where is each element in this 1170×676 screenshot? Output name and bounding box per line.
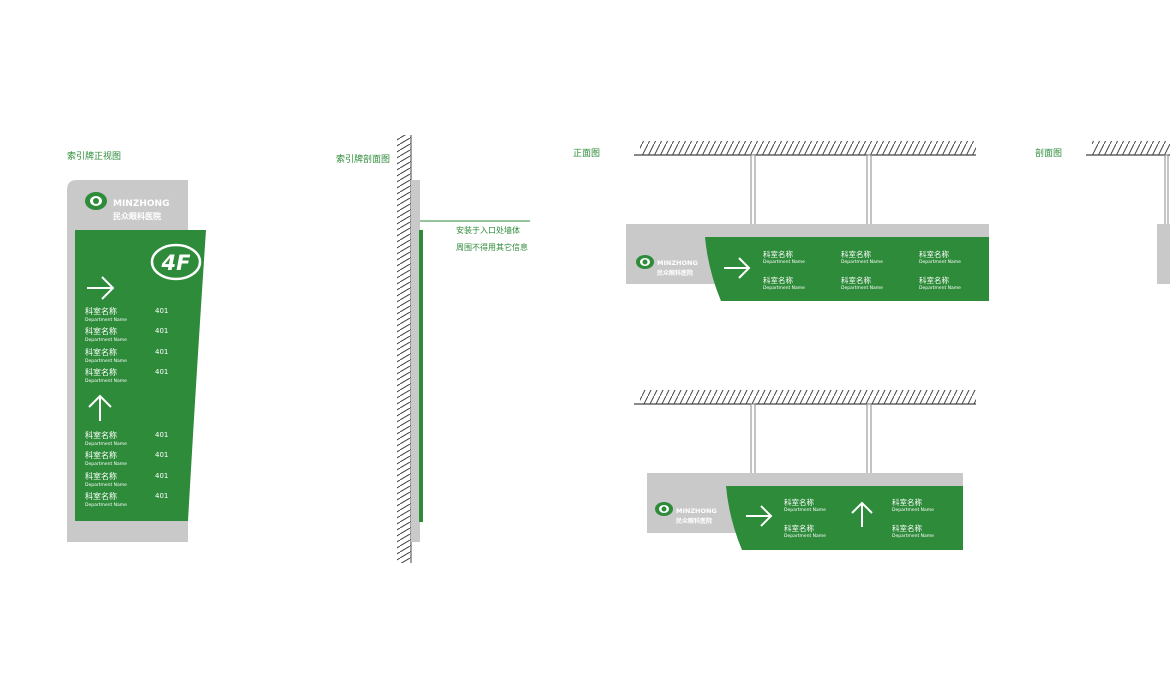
dept-cn: 科室名称 xyxy=(85,491,117,501)
dept-cn: 科室名称 xyxy=(841,275,871,285)
dept-en: Department Name xyxy=(85,461,127,467)
dept-en: Department Name xyxy=(763,285,805,291)
section-caption: 剖面图 xyxy=(1035,147,1062,159)
logo-cn: 民众眼科医院 xyxy=(657,269,693,277)
dept-cn: 科室名称 xyxy=(85,430,117,440)
install-note-line2: 周围不得用其它信息 xyxy=(456,242,528,252)
dept-en: Department Name xyxy=(841,285,883,291)
dept-en: Department Name xyxy=(784,507,826,513)
dept-room: 401 xyxy=(155,348,168,356)
dept-en: Department Name xyxy=(919,285,961,291)
dept-row: 科室名称 Department Name xyxy=(763,275,805,291)
section-view-caption: 索引牌剖面图 xyxy=(336,153,390,165)
dept-cn: 科室名称 xyxy=(85,326,117,336)
dept-en: Department Name xyxy=(85,502,127,508)
logo-en: MINZHONG xyxy=(657,259,698,267)
up-arrow-icon xyxy=(851,501,873,527)
dept-row: 科室名称 Department Name 401 xyxy=(85,306,168,323)
dept-en: Department Name xyxy=(85,441,127,447)
index-sign-section: 安装于入口处墙体 周围不得用其它信息 xyxy=(397,135,550,563)
hanging-sign-elevation-bottom: MINZHONG 民众眼科医院 科室名称 Department Name 科室名… xyxy=(634,390,976,550)
hanging-sign-elevation-top: MINZHONG 民众眼科医院 科室名称 Department Name 科室名… xyxy=(626,141,989,301)
dept-en: Department Name xyxy=(85,378,127,384)
hanging-sign-section xyxy=(1086,141,1170,284)
dept-room: 401 xyxy=(155,492,168,500)
elevation-caption: 正面图 xyxy=(573,148,600,159)
dept-cn: 科室名称 xyxy=(85,347,117,357)
dept-row: 科室名称 Department Name xyxy=(763,249,805,265)
front-view-caption: 索引牌正视图 xyxy=(67,150,121,162)
dept-cn: 科室名称 xyxy=(85,306,117,316)
dept-row: 科室名称 Department Name 401 xyxy=(85,347,168,364)
dept-en: Department Name xyxy=(763,259,805,265)
dept-row: 科室名称 Department Name 401 xyxy=(85,430,168,447)
floor-number: 4F xyxy=(161,251,192,275)
index-sign-front: MINZHONG 民众眼科医院 4F 科室名称 Department Name … xyxy=(67,180,206,542)
dept-row: 科室名称 Department Name xyxy=(841,249,883,265)
logo-cn: 民众眼科医院 xyxy=(113,211,161,221)
dept-room: 401 xyxy=(155,307,168,315)
dept-room: 401 xyxy=(155,431,168,439)
dept-cn: 科室名称 xyxy=(784,523,814,533)
dept-room: 401 xyxy=(155,451,168,459)
dept-row: 科室名称 Department Name xyxy=(841,275,883,291)
dept-row: 科室名称 Department Name 401 xyxy=(85,491,168,508)
logo-en: MINZHONG xyxy=(676,507,717,515)
dept-cn: 科室名称 xyxy=(919,275,949,285)
dept-en: Department Name xyxy=(841,259,883,265)
dept-cn: 科室名称 xyxy=(763,249,793,259)
right-arrow-icon xyxy=(746,505,773,527)
dept-row: 科室名称 Department Name 401 xyxy=(85,326,168,343)
dept-en: Department Name xyxy=(85,358,127,364)
logo: MINZHONG 民众眼科医院 xyxy=(85,192,169,221)
right-arrow-icon xyxy=(724,257,751,279)
dept-cn: 科室名称 xyxy=(763,275,793,285)
dept-row: 科室名称 Department Name xyxy=(919,249,961,265)
dept-en: Department Name xyxy=(892,507,934,513)
floor-badge: 4F xyxy=(150,243,202,281)
dept-cn: 科室名称 xyxy=(85,450,117,460)
dept-row: 科室名称 Department Name 401 xyxy=(85,471,168,488)
dept-row: 科室名称 Department Name xyxy=(892,523,934,539)
dept-en: Department Name xyxy=(919,259,961,265)
dept-cn: 科室名称 xyxy=(85,367,117,377)
dept-room: 401 xyxy=(155,472,168,480)
dept-row: 科室名称 Department Name xyxy=(784,497,826,513)
dept-cn: 科室名称 xyxy=(919,249,949,259)
dept-en: Department Name xyxy=(85,482,127,488)
dept-en: Department Name xyxy=(784,533,826,539)
dept-cn: 科室名称 xyxy=(784,497,814,507)
dept-row: 科室名称 Department Name 401 xyxy=(85,450,168,467)
logo-en: MINZHONG xyxy=(113,199,169,209)
dept-cn: 科室名称 xyxy=(892,497,922,507)
dept-row: 科室名称 Department Name 401 xyxy=(85,367,168,384)
dept-row: 科室名称 Department Name xyxy=(784,523,826,539)
dept-en: Department Name xyxy=(85,317,127,323)
dept-room: 401 xyxy=(155,368,168,376)
dept-en: Department Name xyxy=(892,533,934,539)
dept-row: 科室名称 Department Name xyxy=(919,275,961,291)
up-arrow-icon xyxy=(88,394,112,421)
dept-cn: 科室名称 xyxy=(85,471,117,481)
logo: MINZHONG 民众眼科医院 xyxy=(655,502,717,525)
logo-cn: 民众眼科医院 xyxy=(676,517,712,525)
dept-cn: 科室名称 xyxy=(892,523,922,533)
dept-cn: 科室名称 xyxy=(841,249,871,259)
dept-en: Department Name xyxy=(85,337,127,343)
right-arrow-icon xyxy=(87,276,115,300)
logo: MINZHONG 民众眼科医院 xyxy=(636,255,698,277)
dept-row: 科室名称 Department Name xyxy=(892,497,934,513)
dept-room: 401 xyxy=(155,327,168,335)
install-note-line1: 安装于入口处墙体 xyxy=(456,225,520,235)
